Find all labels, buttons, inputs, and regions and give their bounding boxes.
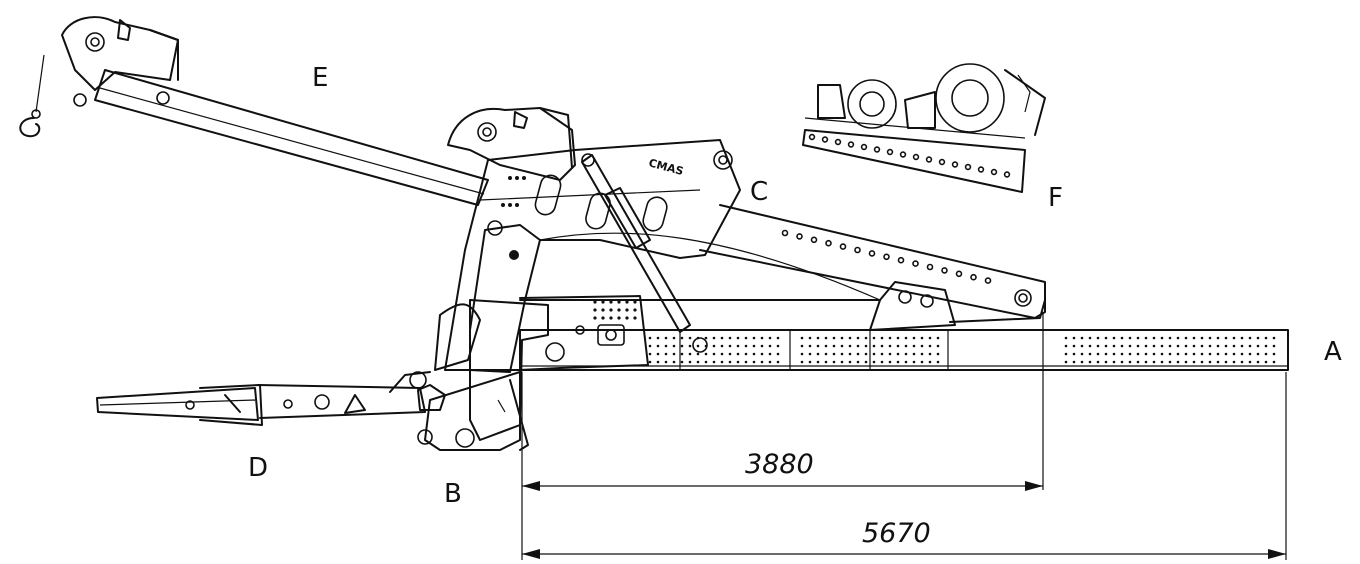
- winch-hole-row: [808, 133, 1011, 178]
- upper-jib: [19, 16, 489, 206]
- dimension-5670-text: 5670: [862, 518, 931, 549]
- knuckle-arm: CMAS: [444, 107, 741, 371]
- brand-mark: CMAS: [647, 156, 685, 178]
- label-b: B: [444, 479, 462, 509]
- winch-detail: [802, 63, 1046, 193]
- dimension-3880-text: 3880: [745, 449, 814, 480]
- turret-hole-pattern: [593, 300, 637, 320]
- boom-hole-row: [781, 229, 992, 284]
- stabilizer-leg: [96, 371, 431, 426]
- label-c: C: [750, 177, 768, 207]
- label-f: F: [1048, 183, 1063, 213]
- main-boom: [519, 204, 1046, 331]
- dimension-5670: 5670: [522, 372, 1287, 560]
- turret-column: [409, 220, 649, 451]
- base-frame: [519, 329, 1289, 371]
- label-d: D: [248, 453, 268, 483]
- dimension-3880: 3880: [521, 312, 1044, 560]
- label-e: E: [312, 63, 328, 93]
- frame-hole-pattern: [648, 336, 1276, 364]
- label-a: A: [1324, 337, 1342, 367]
